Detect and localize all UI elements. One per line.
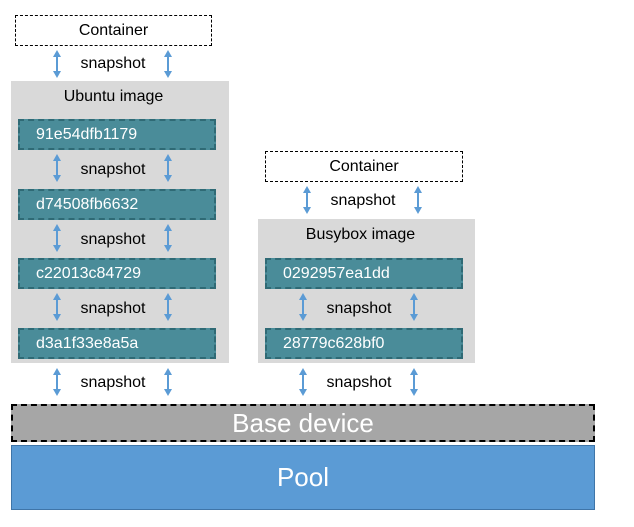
ubuntu-layer-3: c22013c84729 — [18, 258, 216, 289]
double-arrow-icon — [164, 293, 172, 321]
ubuntu-container-label: Container — [78, 21, 149, 39]
double-arrow-icon — [164, 224, 172, 252]
snapshot-label: snapshot — [80, 374, 146, 391]
double-arrow-icon — [53, 368, 61, 396]
double-arrow-icon — [299, 368, 307, 396]
double-arrow-icon — [410, 293, 418, 321]
ubuntu-layer-4: d3a1f33e8a5a — [18, 328, 216, 359]
double-arrow-icon — [164, 154, 172, 182]
busybox-container-label: Container — [329, 157, 399, 175]
busybox-container-box: Container — [265, 151, 463, 182]
base-device-label: Base device — [232, 407, 374, 438]
double-arrow-icon — [303, 186, 311, 214]
ubuntu-layer-1: 91e54dfb1179 — [18, 119, 216, 150]
double-arrow-icon — [164, 368, 172, 396]
pool-label: Pool — [276, 462, 330, 492]
double-arrow-icon — [414, 186, 422, 214]
double-arrow-icon — [164, 50, 172, 78]
snapshot-label: snapshot — [80, 231, 146, 248]
double-arrow-icon — [53, 154, 61, 182]
double-arrow-icon — [53, 293, 61, 321]
snapshot-label: snapshot — [80, 55, 146, 72]
pool-bar: Pool — [11, 445, 595, 510]
ubuntu-image-title: Ubuntu image — [63, 88, 164, 105]
double-arrow-icon — [410, 368, 418, 396]
ubuntu-container-box: Container — [15, 15, 212, 46]
double-arrow-icon — [53, 224, 61, 252]
busybox-image-title: Busybox image — [305, 226, 416, 243]
snapshot-label: snapshot — [326, 374, 392, 391]
ubuntu-layer-2: d74508fb6632 — [18, 189, 216, 220]
snapshot-label: snapshot — [330, 192, 396, 209]
snapshot-label: snapshot — [80, 161, 146, 178]
double-arrow-icon — [53, 50, 61, 78]
busybox-layer-2: 28779c628bf0 — [265, 328, 463, 359]
snapshot-label: snapshot — [80, 300, 146, 317]
base-device-bar: Base device — [11, 404, 595, 442]
snapshot-label: snapshot — [326, 300, 392, 317]
busybox-layer-1: 0292957ea1dd — [265, 258, 463, 289]
double-arrow-icon — [299, 293, 307, 321]
